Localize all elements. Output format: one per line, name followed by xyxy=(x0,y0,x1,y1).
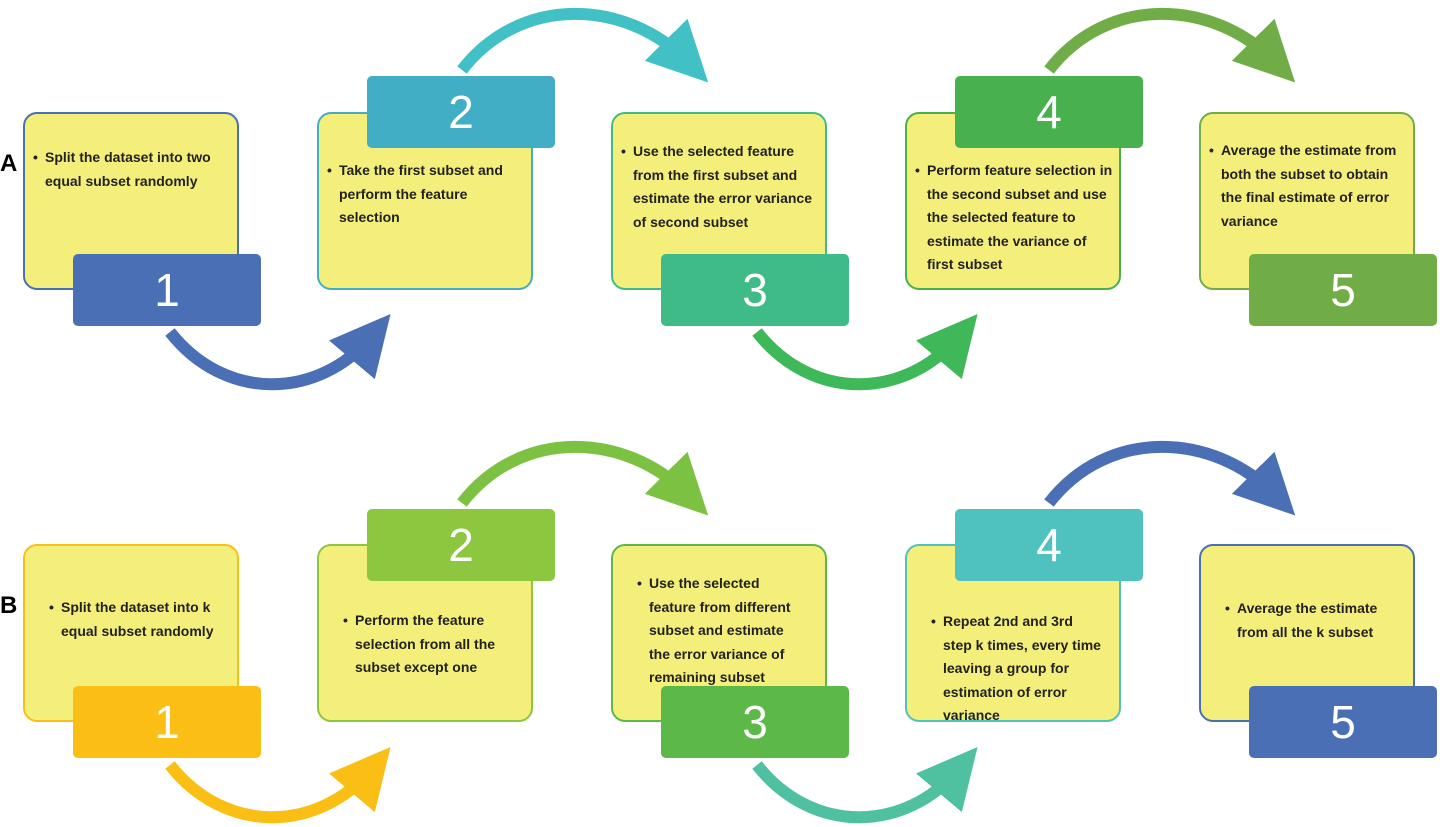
arrow-b-3-to-4 xyxy=(752,747,978,824)
step-text-a3: Use the selected feature from the first … xyxy=(621,140,821,234)
step-text-a2: Take the first subset and perform the fe… xyxy=(327,159,525,230)
step-number-b4: 4 xyxy=(955,509,1143,581)
arrow-a-1-to-2 xyxy=(165,314,391,391)
arrow-b-1-to-2 xyxy=(165,747,391,824)
step-number-a1: 1 xyxy=(73,254,261,326)
arrow-b-2-to-3 xyxy=(457,440,709,516)
step-text-a5: Average the estimate from both the subse… xyxy=(1209,139,1411,233)
panel-label-b: B xyxy=(0,592,18,619)
step-text-b1: Split the dataset into k equal subset ra… xyxy=(49,596,229,643)
arrow-b-4-to-5 xyxy=(1044,440,1296,516)
step-number-b1: 1 xyxy=(73,686,261,758)
step-number-a3: 3 xyxy=(661,254,849,326)
step-number-a5: 5 xyxy=(1249,254,1437,326)
step-text-b5: Average the estimate from all the k subs… xyxy=(1225,597,1405,644)
step-number-b5: 5 xyxy=(1249,686,1437,758)
step-text-a4: Perform feature selection in the second … xyxy=(915,159,1115,277)
step-text-b4: Repeat 2nd and 3rd step k times, every t… xyxy=(931,610,1103,728)
step-number-a4: 4 xyxy=(955,76,1143,148)
step-number-a2: 2 xyxy=(367,76,555,148)
step-text-b3: Use the selected feature from different … xyxy=(637,572,805,690)
panel-label-a: A xyxy=(0,150,18,177)
step-text-b2: Perform the feature selection from all t… xyxy=(343,609,523,680)
step-number-b3: 3 xyxy=(661,686,849,758)
arrow-a-2-to-3 xyxy=(457,7,709,83)
arrow-a-4-to-5 xyxy=(1044,7,1296,83)
step-number-b2: 2 xyxy=(367,509,555,581)
arrow-a-3-to-4 xyxy=(752,314,978,391)
step-text-a1: Split the dataset into two equal subset … xyxy=(33,146,231,193)
